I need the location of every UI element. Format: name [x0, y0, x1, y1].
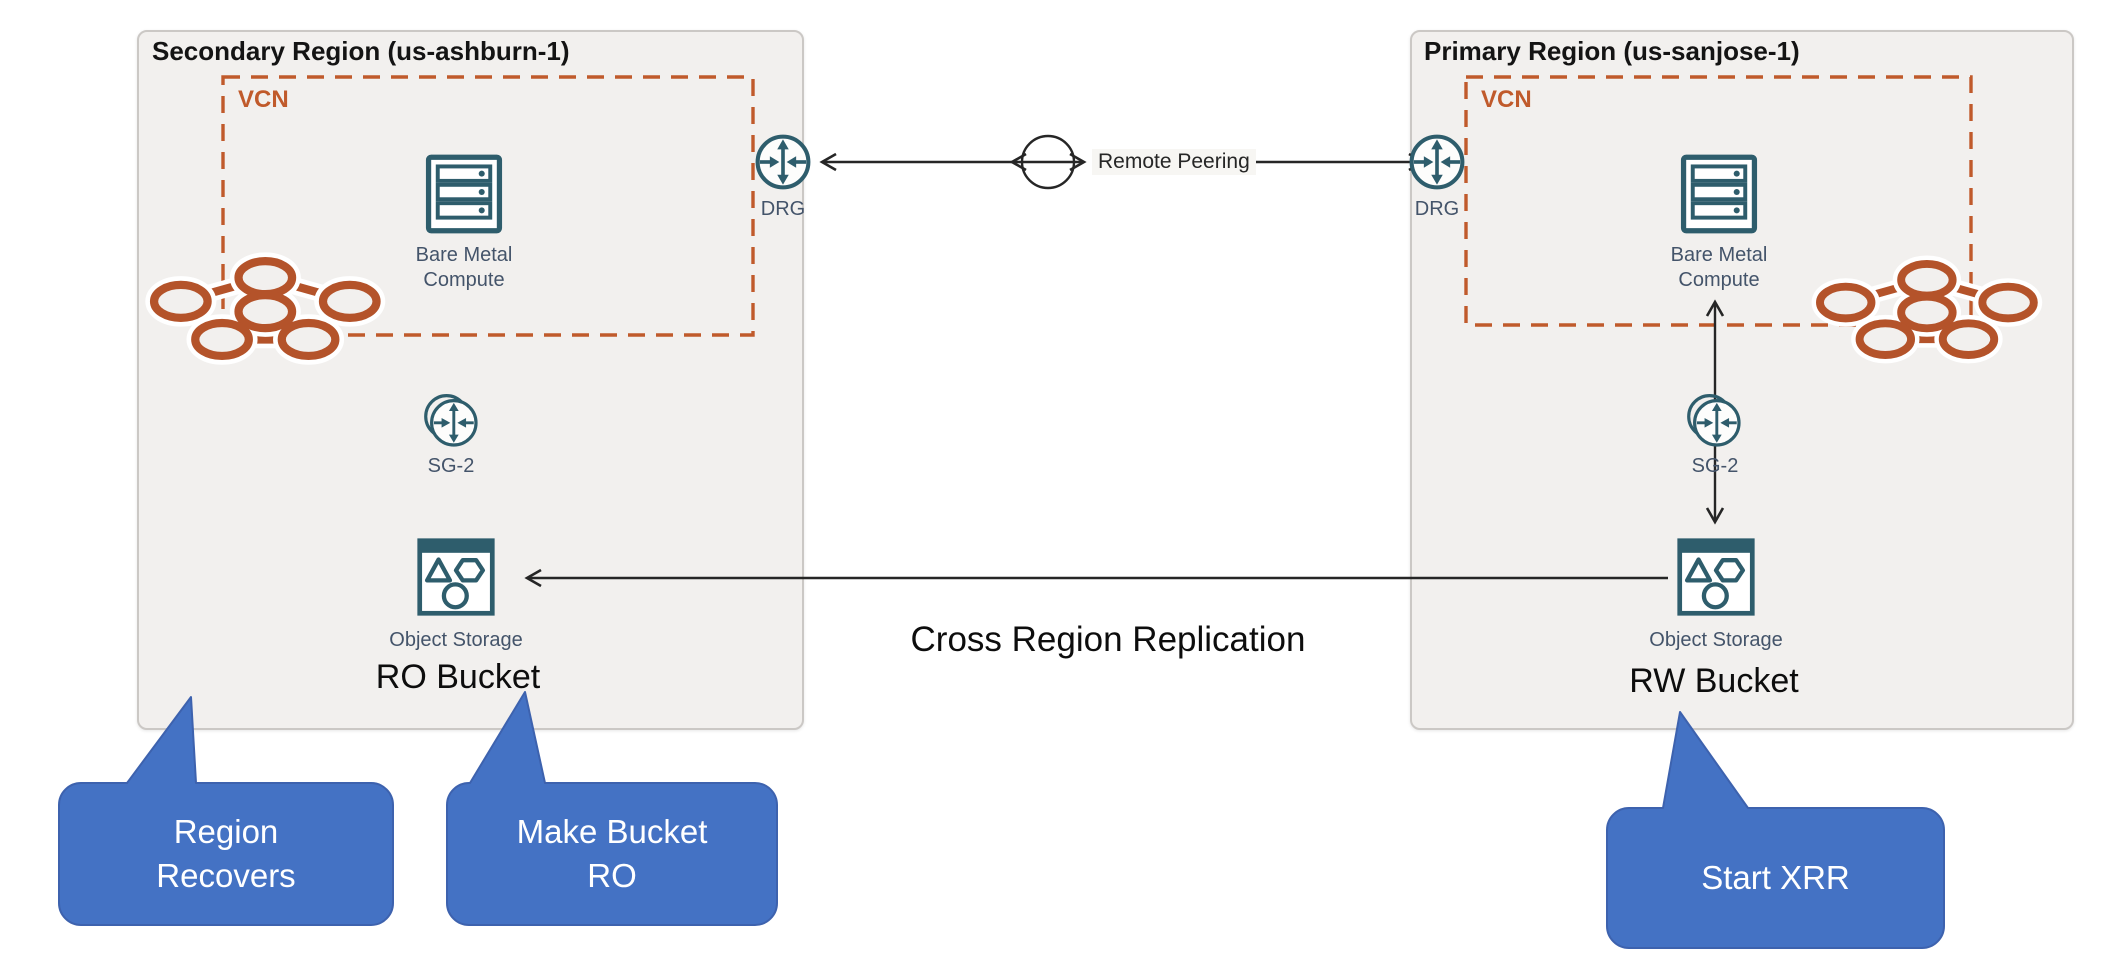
secondary-region-box [137, 30, 804, 730]
service-gateway-label-secondary: SG-2 [427, 455, 475, 477]
drg-label-secondary: DRG [760, 198, 806, 220]
bare-metal-label-primary: Bare Metal Compute [1670, 244, 1768, 291]
cross-region-replication-label: Cross Region Replication [910, 620, 1306, 659]
bare-metal-compute-icon-primary [1677, 152, 1761, 236]
drg-icon-secondary [754, 133, 812, 191]
service-gateway-icon-primary [1686, 392, 1744, 450]
peering-symbol-icon [1020, 134, 1076, 190]
start-xrr-callout: Start XRR [1701, 859, 1850, 896]
region-recovers-callout: Region Recovers [156, 813, 296, 894]
bare-metal-compute-icon-secondary [422, 152, 506, 236]
vcn-label-secondary: VCN [238, 86, 289, 113]
make-bucket-ro-callout: Make Bucket RO [516, 813, 708, 894]
remote-peering-label: Remote Peering [1092, 149, 1256, 175]
primary-region-title: Primary Region (us-sanjose-1) [1424, 36, 1800, 66]
drg-icon-primary [1408, 133, 1466, 191]
drg-label-primary: DRG [1414, 198, 1460, 220]
object-storage-label-secondary: Object Storage [389, 629, 523, 651]
object-storage-icon-secondary [413, 534, 499, 620]
primary-region-box [1410, 30, 2074, 730]
secondary-region-title: Secondary Region (us-ashburn-1) [152, 36, 570, 66]
rw-bucket-label: RW Bucket [1629, 662, 1799, 700]
object-storage-label-primary: Object Storage [1649, 629, 1783, 651]
vcn-label-primary: VCN [1481, 86, 1532, 113]
bare-metal-label-secondary: Bare Metal Compute [415, 244, 513, 291]
ro-bucket-label: RO Bucket [375, 658, 541, 696]
service-gateway-icon-secondary [423, 392, 481, 450]
service-gateway-label-primary: SG-2 [1691, 455, 1739, 477]
object-storage-icon-primary [1673, 534, 1759, 620]
